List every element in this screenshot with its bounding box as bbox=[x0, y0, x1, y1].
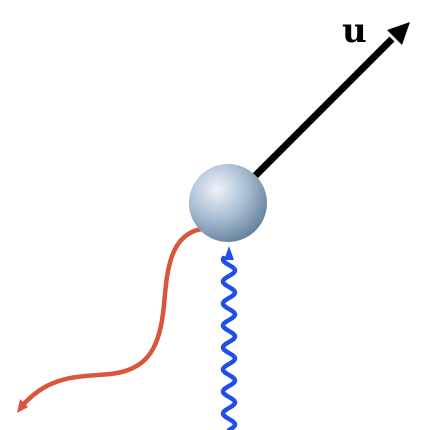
incoming-wave-arrowhead bbox=[224, 246, 234, 260]
vector-label: u bbox=[342, 11, 367, 51]
particle-sphere bbox=[189, 164, 267, 242]
velocity-vector-shaft bbox=[252, 36, 395, 179]
incoming-wave-line bbox=[220, 255, 238, 430]
velocity-vector-arrowhead bbox=[387, 22, 410, 45]
outgoing-path-line bbox=[19, 226, 205, 409]
outgoing-path-arrowhead bbox=[17, 399, 28, 413]
